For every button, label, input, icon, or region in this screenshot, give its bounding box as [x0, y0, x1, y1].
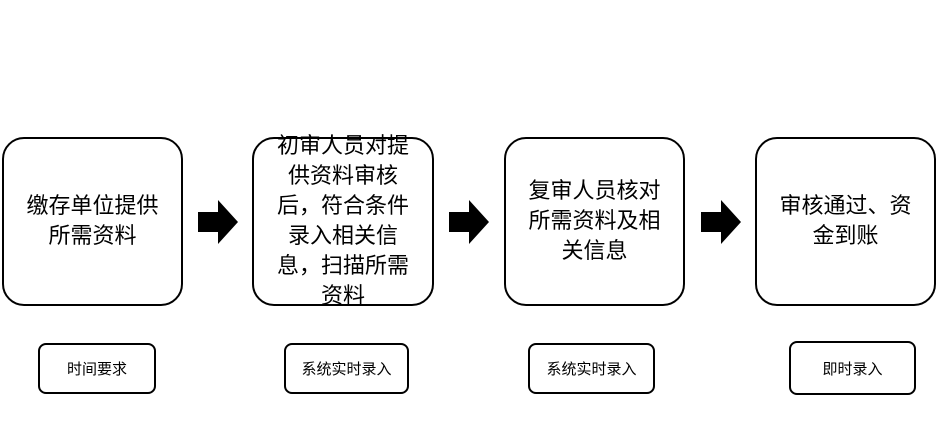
step-4-box: 审核通过、资金到账	[755, 137, 936, 306]
step-3-box: 复审人员核对所需资料及相关信息	[504, 137, 685, 306]
arrow-right-icon	[198, 200, 238, 244]
time-requirement-label: 时间要求	[38, 343, 156, 394]
step-2-text: 初审人员对提供资料审核后，符合条件录入相关信息，扫描所需资料	[276, 133, 409, 309]
arrow-right-icon	[449, 200, 489, 244]
step-4-text: 审核通过、资金到账	[779, 193, 912, 249]
step-2-box: 初审人员对提供资料审核后，符合条件录入相关信息，扫描所需资料	[252, 134, 434, 309]
time-requirement-step-3-text: 系统实时录入	[546, 360, 637, 378]
time-requirement-step-2: 系统实时录入	[284, 343, 409, 394]
arrow-right-icon	[701, 200, 741, 244]
step-1-box: 缴存单位提供所需资料	[2, 137, 183, 306]
time-requirement-step-3: 系统实时录入	[528, 343, 655, 394]
time-requirement-step-2-text: 系统实时录入	[301, 360, 392, 378]
time-requirement-step-4-text: 即时录入	[822, 359, 883, 378]
step-1-text: 缴存单位提供所需资料	[26, 193, 159, 249]
step-3-text: 复审人员核对所需资料及相关信息	[528, 178, 661, 264]
time-requirement-label-text: 时间要求	[66, 360, 127, 378]
time-requirement-step-4: 即时录入	[789, 341, 916, 395]
